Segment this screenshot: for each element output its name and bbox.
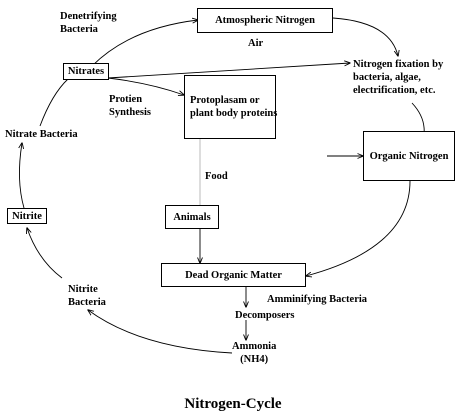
arrow-fixation-to-nitrates [107,63,350,79]
label-food: Food [205,171,228,182]
arrow-nitrates-to-protoplasm [107,77,184,95]
arrow-ammonia-to-nitrite-bacteria [88,310,233,354]
arrow-atmospheric-to-fixation [332,17,398,56]
arrow-nitrite-bacteria-to-nitrite [27,228,63,279]
node-protoplasm: Protoplasam or plant body proteins [184,75,277,139]
label-protein-synthesis: Protien Synthesis [109,94,152,118]
node-nitrates: Nitrates [63,63,109,80]
line-nitrate-bacteria-to-nitrates [39,78,69,127]
node-organic-nitrogen: Organic Nitrogen [363,131,455,181]
label-nitrite-bacteria: Nitrite Bacteria [68,284,106,308]
label-decomposers: Decomposers [235,310,295,321]
arrow-organic-to-dead-matter [306,180,411,276]
label-ammonia: Ammonia (NH4) [232,341,277,365]
node-nitrite: Nitrite [7,208,47,224]
node-animals: Animals [165,205,219,229]
label-nitrogen-fixation: Nitrogen fixation by bacteria, algae, el… [353,59,444,96]
arrow-nitrite-to-nitrate-bacteria [19,143,25,209]
node-dead-organic-matter: Dead Organic Matter [161,263,306,287]
arrow-nitrates-to-atmospheric [91,20,198,67]
label-ammonifying-bacteria: Amminifying Bacteria [267,294,368,305]
label-air: Air [248,38,264,49]
node-atmospheric-nitrogen: Atmospheric Nitrogen [197,8,333,33]
diagram-title: Nitrogen-Cycle [184,396,282,412]
label-denitrifying-bacteria: Denetrifying Bacteria [60,11,117,35]
label-nitrate-bacteria: Nitrate Bacteria [5,129,78,140]
